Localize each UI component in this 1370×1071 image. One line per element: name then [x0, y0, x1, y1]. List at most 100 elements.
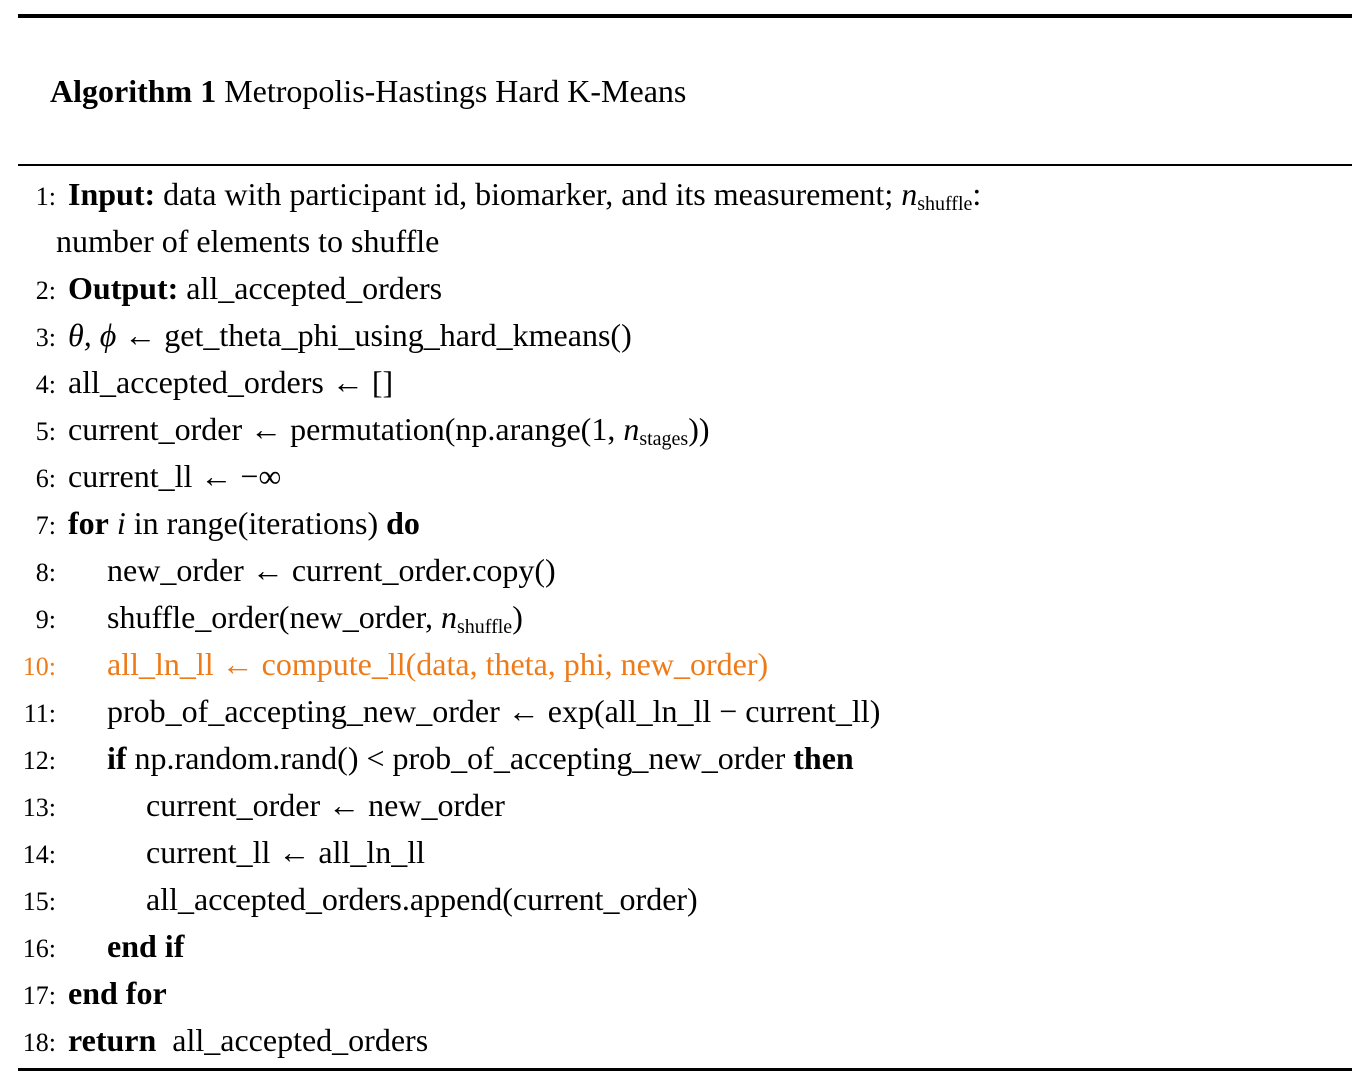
subscript: shuffle [457, 616, 513, 638]
line-number: 6: [35, 464, 56, 493]
algo-line: 8: new_order ← current_order.copy() [18, 547, 1352, 594]
algorithm-header: Algorithm 1 Metropolis-Hastings Hard K-M… [18, 18, 1352, 164]
line-number: 10: [22, 652, 56, 681]
code-text: ← get_theta_phi_using_hard_kmeans() [116, 317, 632, 353]
keyword: return [68, 1022, 157, 1058]
subscript: shuffle [917, 193, 973, 215]
algo-line: 5: current_order ← permutation(np.arange(… [18, 406, 1352, 453]
code-text: np.random.rand() < prob_of_accepting_new… [126, 740, 794, 776]
line-code: shuffle_order(new_order, nshuffle) [68, 594, 523, 651]
line-code: Output: all_accepted_orders [68, 265, 442, 312]
algorithm-label: Algorithm 1 [50, 73, 217, 109]
algo-line: 2: Output: all_accepted_orders [18, 265, 1352, 312]
algo-line: 15: all_accepted_orders.append(current_or… [18, 876, 1352, 923]
line-number: 16: [22, 934, 56, 963]
keyword: if [107, 740, 127, 776]
code-text: all_accepted_orders ← [] [68, 364, 394, 400]
algo-line: 18: return all_accepted_orders [18, 1017, 1352, 1064]
keyword: end for [68, 975, 167, 1011]
algo-line: 1: Input: data with participant id, bioma… [18, 171, 1352, 218]
algo-line-continuation: number of elements to shuffle [18, 218, 1352, 265]
code-text [109, 505, 117, 541]
math-var: θ, ϕ [68, 317, 117, 353]
math-var: n [901, 176, 918, 212]
algo-line: 13: current_order ← new_order [18, 782, 1352, 829]
algo-line: 7: for i in range(iterations) do [18, 500, 1352, 547]
code-text: all_accepted_orders.append(current_order… [146, 881, 698, 917]
line-number: 1: [35, 182, 56, 211]
line-code: end for [68, 970, 167, 1017]
line-number: 13: [22, 793, 56, 822]
code-text: current_ll ← −∞ [68, 458, 282, 494]
code-text: )) [688, 411, 710, 447]
line-number: 7: [35, 511, 56, 540]
math-var: n [623, 411, 640, 447]
line-code: θ, ϕ ← get_theta_phi_using_hard_kmeans() [68, 312, 632, 359]
line-number: 15: [22, 887, 56, 916]
line-number: 9: [35, 605, 56, 634]
algo-line: 16: end if [18, 923, 1352, 970]
code-text: : [972, 176, 982, 212]
line-number: 18: [22, 1028, 56, 1057]
code-text: current_ll ← all_ln_ll [146, 834, 426, 870]
line-code: if np.random.rand() < prob_of_accepting_… [68, 735, 854, 782]
line-number: 14: [22, 840, 56, 869]
line-code: current_ll ← all_ln_ll [68, 829, 425, 876]
line-code: new_order ← current_order.copy() [68, 547, 556, 594]
line-code: all_accepted_orders ← [] [68, 359, 393, 406]
code-text: all_accepted_orders [156, 1022, 429, 1058]
line-number: 2: [35, 276, 56, 305]
line-code: for i in range(iterations) do [68, 500, 420, 547]
code-text: all_accepted_orders [178, 270, 443, 306]
code-text: data with participant id, biomarker, and… [155, 176, 902, 212]
line-code: current_order ← new_order [68, 782, 505, 829]
code-text: new_order ← current_order.copy() [107, 552, 556, 588]
code-text: prob_of_accepting_new_order ← exp(all_ln… [107, 693, 881, 729]
line-number: 8: [35, 558, 56, 587]
algo-line: 3: θ, ϕ ← get_theta_phi_using_hard_kmeans… [18, 312, 1352, 359]
code-text: number of elements to shuffle [56, 223, 440, 259]
algorithm-title: Metropolis-Hastings Hard K-Means [216, 73, 687, 109]
line-code: all_ln_ll ← compute_ll(data, theta, phi,… [68, 641, 768, 688]
algo-line: 10: all_ln_ll ← compute_ll(data, theta, p… [18, 641, 1352, 688]
line-code: prob_of_accepting_new_order ← exp(all_ln… [68, 688, 880, 735]
line-code: current_ll ← −∞ [68, 453, 281, 500]
code-text: ) [512, 599, 523, 635]
algo-line: 4: all_accepted_orders ← [] [18, 359, 1352, 406]
line-number: 3: [35, 323, 56, 352]
code-text: current_order ← new_order [146, 787, 505, 823]
line-code: Input: data with participant id, biomark… [68, 171, 981, 228]
keyword: Output: [68, 270, 179, 306]
keyword: then [793, 740, 854, 776]
line-number: 5: [35, 417, 56, 446]
code-text: current_order ← permutation(np.arange(1, [68, 411, 624, 447]
line-code: return all_accepted_orders [68, 1017, 428, 1064]
code-text: in range(iterations) [125, 505, 387, 541]
keyword: end if [107, 928, 185, 964]
header-rule [18, 164, 1352, 166]
line-number: 12: [22, 746, 56, 775]
line-code: all_accepted_orders.append(current_order… [68, 876, 698, 923]
algo-line: 12: if np.random.rand() < prob_of_accepti… [18, 735, 1352, 782]
algo-line: 14: current_ll ← all_ln_ll [18, 829, 1352, 876]
line-code: end if [68, 923, 184, 970]
subscript: stages [639, 428, 689, 450]
keyword: do [386, 505, 420, 541]
line-number: 11: [23, 699, 56, 728]
algorithm-body: 1: Input: data with participant id, bioma… [18, 166, 1352, 1068]
algo-line: 9: shuffle_order(new_order, nshuffle) [18, 594, 1352, 641]
line-number: 4: [35, 370, 56, 399]
math-var: i [116, 505, 126, 541]
algo-line: 11: prob_of_accepting_new_order ← exp(all… [18, 688, 1352, 735]
code-text: all_ln_ll ← compute_ll(data, theta, phi,… [107, 646, 769, 682]
top-rule [18, 14, 1352, 18]
code-text: shuffle_order(new_order, [107, 599, 441, 635]
line-code: current_order ← permutation(np.arange(1,… [68, 406, 710, 463]
keyword: for [68, 505, 109, 541]
math-var: n [441, 599, 457, 635]
line-number: 17: [22, 981, 56, 1010]
algo-line: 17: end for [18, 970, 1352, 1017]
keyword: Input: [68, 176, 156, 212]
line-code: number of elements to shuffle [56, 218, 439, 265]
